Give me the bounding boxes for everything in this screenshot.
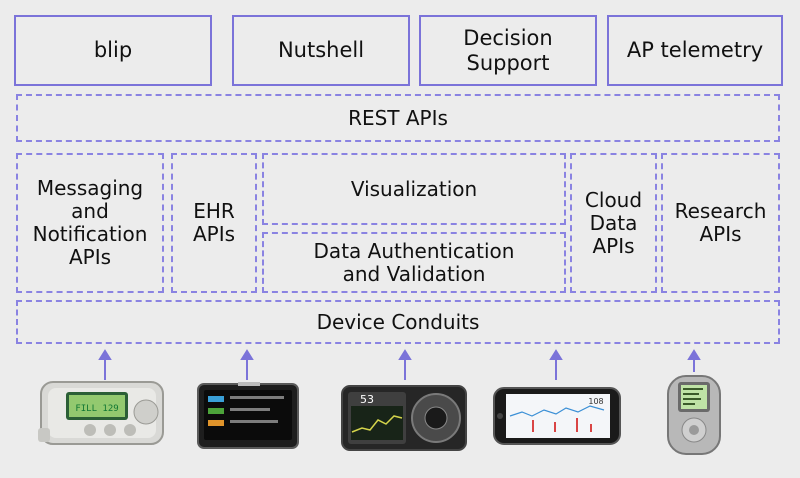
rest-apis: REST APIs [16, 94, 780, 142]
ehr-apis: EHR APIs [171, 153, 257, 293]
app-nutshell: Nutshell [232, 15, 410, 86]
rest-apis-label: REST APIs [348, 105, 448, 130]
messaging-notification-apis: Messaging and Notification APIs [16, 153, 164, 293]
research-apis: Research APIs [661, 153, 780, 293]
app-blip: blip [14, 15, 212, 86]
arrow-pump-head [98, 349, 112, 360]
arrow-phone-head [549, 349, 563, 360]
cloud-data-apis: Cloud Data APIs [570, 153, 657, 293]
glucose-meter-icon [667, 375, 721, 455]
cgm-receiver-icon [197, 382, 299, 449]
visualization: Visualization [262, 153, 566, 225]
research-label: Research APIs [674, 199, 767, 246]
phone-screen-text: 108 [588, 397, 603, 406]
ehr-label: EHR APIs [192, 199, 236, 246]
app-decision-support-label: Decision Support [463, 26, 553, 75]
insulin-pump-icon: FILL 129 [38, 381, 164, 445]
messaging-label: Messaging and Notification APIs [32, 176, 148, 269]
visualization-label: Visualization [350, 176, 478, 201]
arrow-cgm-head [398, 349, 412, 360]
app-decision-support: Decision Support [419, 15, 597, 86]
device-conduits: Device Conduits [16, 300, 780, 344]
cgm-screen-text: 53 [360, 393, 374, 406]
app-ap-telemetry-label: AP telemetry [626, 38, 764, 63]
pump-screen-text: FILL 129 [75, 404, 118, 414]
arrow-receiver-head [240, 349, 254, 360]
arrow-meter-head [687, 349, 701, 360]
cloud-label: Cloud Data APIs [584, 187, 643, 258]
app-nutshell-label: Nutshell [277, 38, 365, 63]
auth-label: Data Authentication and Validation [313, 238, 515, 286]
device-conduits-label: Device Conduits [316, 309, 480, 334]
app-blip-label: blip [93, 38, 133, 63]
cgm-device-icon: 53 [341, 385, 467, 451]
data-authentication-validation: Data Authentication and Validation [262, 232, 566, 293]
app-ap-telemetry: AP telemetry [607, 15, 783, 86]
smartphone-icon: 108 [493, 387, 621, 445]
